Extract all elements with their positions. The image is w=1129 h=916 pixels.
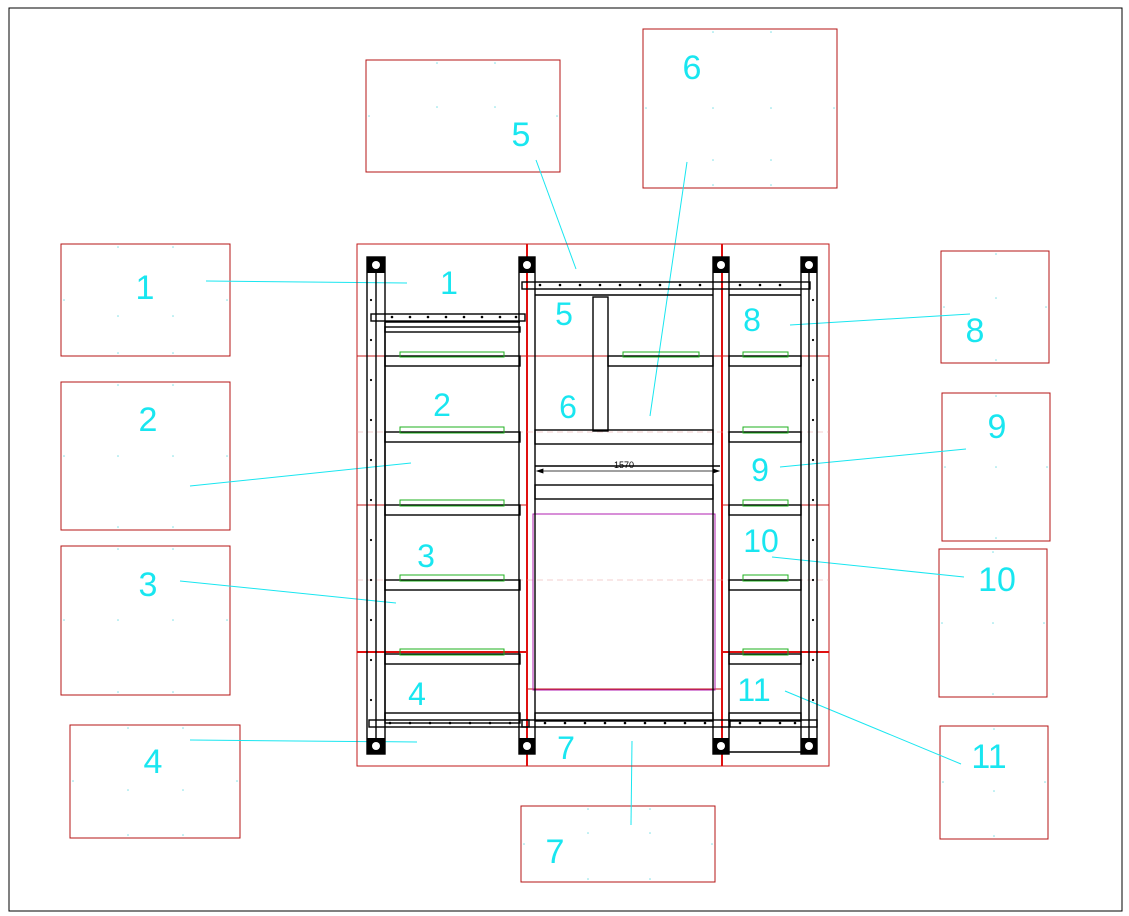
drawing-border (8, 7, 1123, 912)
leader-line-8 (789, 313, 971, 326)
panel-number-1: 1 (440, 265, 458, 301)
leader-line-10 (771, 556, 965, 578)
callout-box-8[interactable] (940, 250, 1050, 364)
shelf-guides (399, 351, 789, 656)
dimension-line (535, 468, 721, 474)
leader-line-9 (779, 448, 967, 468)
callout-reference-dots (63, 31, 1048, 880)
callout-number-5: 5 (512, 116, 531, 154)
panel-number-8: 8 (743, 302, 761, 338)
panel-number-6: 6 (559, 389, 577, 425)
leader-line-3 (179, 580, 397, 604)
callout-box-1[interactable] (60, 243, 231, 357)
assembly-frame[interactable]: 1570 1 2 3 4 5 6 7 8 9 10 11 (356, 243, 830, 767)
panel-number-5: 5 (555, 296, 573, 332)
leader-line-11 (784, 690, 962, 765)
dimension-label: 1570 (614, 460, 634, 470)
callout-box-2[interactable] (60, 381, 231, 531)
callout-number-6: 6 (683, 49, 702, 87)
callout-number-11: 11 (971, 738, 1006, 776)
panel-number-9: 9 (751, 452, 769, 488)
callout-number-10: 10 (978, 561, 1016, 599)
callout-number-4: 4 (144, 743, 163, 781)
leader-line-7 (630, 740, 633, 826)
leader-line-2 (189, 462, 412, 487)
magenta-zone (532, 513, 716, 691)
panel-number-3: 3 (417, 538, 435, 574)
callout-box-5[interactable] (365, 59, 561, 173)
panel-number-10: 10 (743, 523, 779, 559)
leader-line-1 (205, 280, 408, 284)
callout-number-9: 9 (988, 408, 1007, 446)
panel-number-11: 11 (737, 672, 770, 708)
leader-line-5 (535, 159, 577, 270)
panel-number-4: 4 (408, 676, 426, 712)
callout-box-9[interactable] (941, 392, 1051, 542)
callout-box-3[interactable] (60, 545, 231, 696)
panel-number-2: 2 (433, 387, 451, 423)
callout-number-2: 2 (139, 401, 158, 439)
callout-number-1: 1 (136, 269, 155, 307)
callout-box-7[interactable] (520, 805, 716, 883)
callout-number-7: 7 (546, 833, 565, 871)
callout-box-11[interactable] (939, 725, 1049, 840)
callout-box-4[interactable] (69, 724, 241, 839)
callout-number-8: 8 (966, 312, 985, 350)
panel-number-7: 7 (557, 730, 575, 766)
post-cap-holes (372, 261, 813, 750)
callout-number-3: 3 (139, 566, 158, 604)
callout-box-10[interactable] (938, 548, 1048, 698)
bolt-holes (369, 283, 815, 725)
callout-box-6[interactable] (642, 28, 838, 189)
